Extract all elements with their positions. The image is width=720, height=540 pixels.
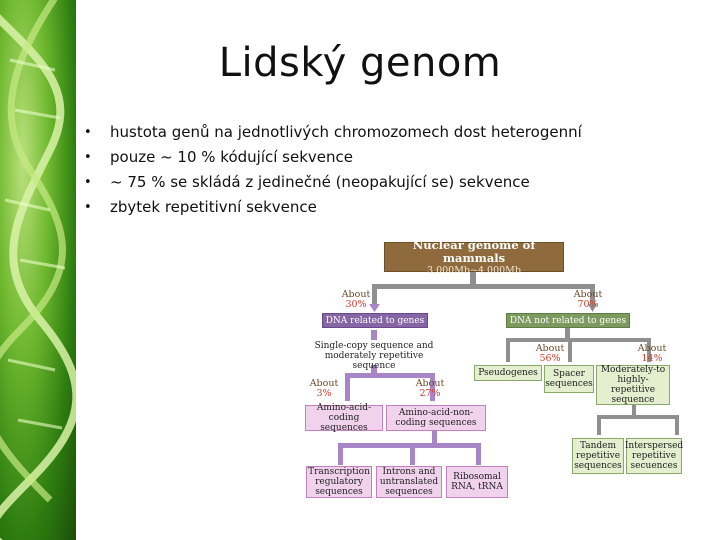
root-node: Nuclear genome of mammals 3,000Mb~4,000M… [384, 237, 564, 276]
interspersed-node: Interspersed repetitive secuences [625, 438, 683, 474]
pct-label: About [415, 378, 445, 389]
transcription-node: Transcription regulatory sequences [306, 466, 372, 498]
pct-label: About [637, 343, 667, 354]
bullet-marker: • [84, 150, 92, 165]
bullet-text: pouze ~ 10 % kódující sekvence [110, 148, 353, 166]
pct-value: 14% [641, 353, 663, 364]
moderately-repetitive-node: Moderately-to highly-repetitive sequence [596, 365, 670, 405]
pct-about-3: About 3% [304, 379, 344, 399]
pct-label: About [341, 289, 371, 300]
dna-helix-background [0, 0, 76, 540]
bullet-text: hustota genů na jednotlivých chromozomec… [110, 123, 582, 141]
amino-coding-node: Amino-acid-coding sequences [305, 403, 383, 433]
root-subtitle: 3,000Mb~4,000Mb [427, 264, 521, 276]
bullet-marker: • [84, 125, 92, 140]
pct-value: 56% [539, 353, 561, 364]
pct-label: About [573, 289, 603, 300]
slide-title: Lidský genom [218, 40, 502, 86]
pct-label: About [309, 378, 339, 389]
ribosomal-node: Ribosomal RNA, tRNA [446, 466, 508, 498]
bullet-item: • ~ 75 % se skládá z jedinečné (neopakují… [84, 170, 582, 195]
bullet-text: ~ 75 % se skládá z jedinečné (neopakujíc… [110, 173, 530, 191]
pct-about-14: About 14% [632, 344, 672, 364]
single-copy-text: Single-copy sequence and moderately repe… [314, 341, 434, 371]
dna-not-genes-node: DNA not related to genes [506, 313, 630, 328]
pct-about-56: About 56% [530, 344, 570, 364]
bullet-item: • hustota genů na jednotlivých chromozome… [84, 120, 582, 145]
pct-value: 3% [316, 388, 332, 399]
introns-node: Introns and untranslated sequences [376, 466, 442, 498]
pseudogenes-node: Pseudogenes [474, 365, 542, 381]
tandem-node: Tandem repetitive sequences [572, 438, 624, 474]
pct-about-27: About 27% [410, 379, 450, 399]
dna-genes-node: DNA related to genes [322, 313, 428, 328]
pct-about-70: About 70% [568, 290, 608, 310]
pct-label: About [535, 343, 565, 354]
pct-value: 70% [577, 299, 599, 310]
bullet-text: zbytek repetitivní sekvence [110, 198, 317, 216]
pct-about-30: About 30% [336, 290, 376, 310]
pct-value: 30% [345, 299, 367, 310]
spacer-node: Spacer sequences [544, 365, 594, 393]
bullet-list: • hustota genů na jednotlivých chromozome… [84, 120, 582, 220]
amino-noncoding-node: Amino-acid-non-coding sequences [386, 405, 486, 431]
bullet-marker: • [84, 175, 92, 190]
bullet-marker: • [84, 200, 92, 215]
pct-value: 27% [419, 388, 441, 399]
bullet-item: • pouze ~ 10 % kódující sekvence [84, 145, 582, 170]
root-title: Nuclear genome of mammals [412, 237, 536, 265]
bullet-item: • zbytek repetitivní sekvence [84, 195, 582, 220]
